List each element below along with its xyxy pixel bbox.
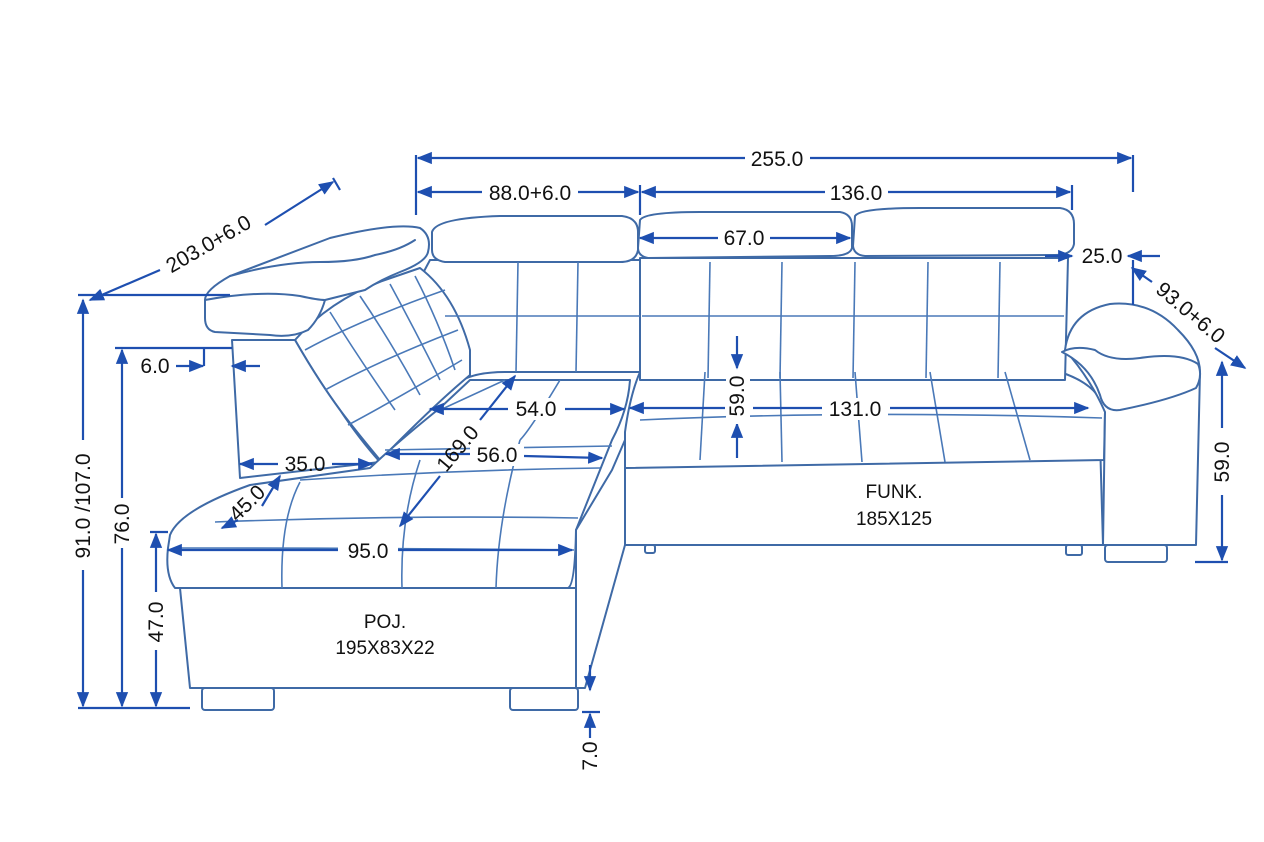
leg-right — [1104, 544, 1168, 563]
leg-mid-back — [644, 544, 656, 554]
chaise-seat — [166, 379, 631, 589]
dim-right-section-width: 136.0 — [830, 182, 883, 205]
dim-corner-depth: 54.0 — [516, 398, 557, 421]
dim-headrest-width: 67.0 — [724, 227, 765, 250]
dim-total-height: 91.0 /107.0 — [72, 453, 95, 558]
function-labels: FUNK. 185X125 POJ. 195X83X22 — [335, 482, 932, 659]
dimension-lines — [76, 151, 1247, 738]
headrest-left — [431, 215, 639, 263]
leg-front-left — [201, 687, 275, 711]
dim-seat-height: 47.0 — [145, 602, 168, 643]
left-label-line2: 195X83X22 — [335, 638, 434, 659]
left-label-line1: POJ. — [364, 612, 406, 633]
dim-right-arm-height: 59.0 — [1211, 442, 1234, 483]
dim-seat-width: 131.0 — [829, 398, 882, 421]
headrest-right-1 — [637, 211, 853, 259]
dim-left-section-width: 88.0+6.0 — [489, 182, 571, 205]
dim-left-depth: 203.0+6.0 — [162, 211, 255, 278]
headrest-angled-face — [204, 292, 326, 301]
dim-armrest-width: 35.0 — [285, 453, 326, 476]
headrest-right-2 — [852, 207, 1075, 257]
quilting-seams — [177, 261, 1103, 589]
dim-back-height: 76.0 — [111, 504, 134, 545]
right-label-line1: FUNK. — [866, 482, 923, 503]
dim-leg-height: 7.0 — [579, 741, 602, 770]
dim-chaise-seat: 56.0 — [477, 444, 518, 467]
leg-right-inner — [1065, 544, 1083, 556]
headrest-angled — [204, 225, 430, 337]
left-arm-block — [231, 339, 381, 479]
right-label-line2: 185X125 — [856, 509, 932, 530]
dim-total-width: 255.0 — [751, 148, 804, 171]
dim-headrest-offset: 6.0 — [140, 355, 169, 378]
right-arm-top — [1061, 346, 1202, 412]
headrest-angled-edge — [229, 239, 416, 277]
leg-front-mid — [509, 687, 579, 711]
dim-seat-depth: 59.0 — [726, 376, 749, 417]
dim-headrest-depth: 25.0 — [1082, 245, 1123, 268]
dim-chaise-width: 95.0 — [348, 540, 389, 563]
